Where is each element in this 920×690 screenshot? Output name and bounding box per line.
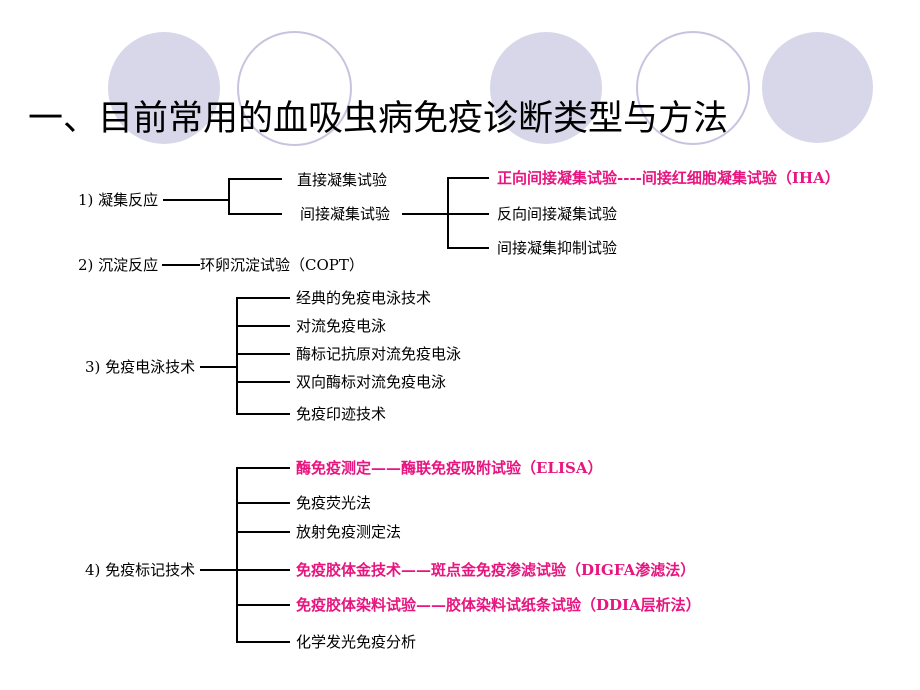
decorative-circle-filled: [762, 32, 873, 143]
section-3-label: 3) 免疫电泳技术: [85, 358, 196, 376]
tree-node-copt: 环卵沉淀试验（COPT）: [200, 256, 364, 274]
branch-line: [236, 325, 290, 327]
tree-node-two-way-enzyme-labeled-cie: 双向酶标对流免疫电泳: [296, 373, 447, 391]
tree-node-reverse-indirect-agglutination: 反向间接凝集试验: [497, 205, 618, 223]
tree-node-agglutination-inhibition: 间接凝集抑制试验: [497, 239, 618, 257]
branch-line: [236, 641, 290, 643]
decorative-circle-filled: [490, 32, 602, 144]
section-4-label: 4) 免疫标记技术: [85, 561, 196, 579]
branch-line: [236, 297, 290, 299]
connector-line: [163, 199, 228, 201]
tree-node-classic-immunoelectrophoresis: 经典的免疫电泳技术: [296, 289, 432, 307]
branch-line: [228, 213, 282, 215]
branch-line: [236, 413, 290, 415]
tree-node-digfa-highlighted: 免疫胶体金技术——斑点金免疫渗滤试验（DIGFA渗滤法）: [296, 561, 696, 579]
bracket-line: [236, 297, 238, 415]
tree-node-ddia-highlighted: 免疫胶体染料试验——胶体染料试纸条试验（DDIA层析法）: [296, 596, 701, 614]
tree-node-elisa-highlighted: 酶免疫测定——酶联免疫吸附试验（ELISA）: [296, 459, 603, 477]
tree-node-radioimmunoassay: 放射免疫测定法: [296, 523, 402, 541]
tree-node-chemiluminescence: 化学发光免疫分析: [296, 633, 417, 651]
tree-node-counter-immunoelectrophoresis: 对流免疫电泳: [296, 317, 387, 335]
tree-node-enzyme-labeled-antigen-cie: 酶标记抗原对流免疫电泳: [296, 345, 462, 363]
tree-node-indirect-agglutination: 间接凝集试验: [300, 205, 391, 223]
bracket-line: [228, 178, 230, 215]
branch-line: [447, 177, 489, 179]
branch-line: [228, 178, 282, 180]
tree-node-iha-highlighted: 正向间接凝集试验----间接红细胞凝集试验（IHA）: [497, 169, 840, 187]
branch-line: [236, 381, 290, 383]
branch-line: [236, 353, 290, 355]
decorative-circle-outlined: [237, 31, 352, 146]
branch-line: [447, 247, 489, 249]
tree-node-direct-agglutination: 直接凝集试验: [297, 171, 388, 189]
connector-line: [200, 366, 236, 368]
branch-line: [236, 569, 290, 571]
bracket-line: [236, 467, 238, 643]
branch-line: [236, 502, 290, 504]
connector-line: [200, 569, 236, 571]
section-1-label: 1) 凝集反应: [78, 191, 159, 209]
branch-line: [236, 604, 290, 606]
section-2-label: 2) 沉淀反应: [78, 256, 159, 274]
branch-line: [236, 467, 290, 469]
connector-line: [402, 213, 447, 215]
branch-line: [447, 213, 489, 215]
tree-node-immunofluorescence: 免疫荧光法: [296, 494, 372, 512]
decorative-circle-outlined: [636, 31, 750, 145]
tree-node-immunoblotting: 免疫印迹技术: [296, 405, 387, 423]
connector-line: [162, 264, 200, 266]
branch-line: [236, 531, 290, 533]
slide-title: 一、目前常用的血吸虫病免疫诊断类型与方法: [28, 99, 729, 139]
decorative-circle-filled: [108, 32, 220, 144]
